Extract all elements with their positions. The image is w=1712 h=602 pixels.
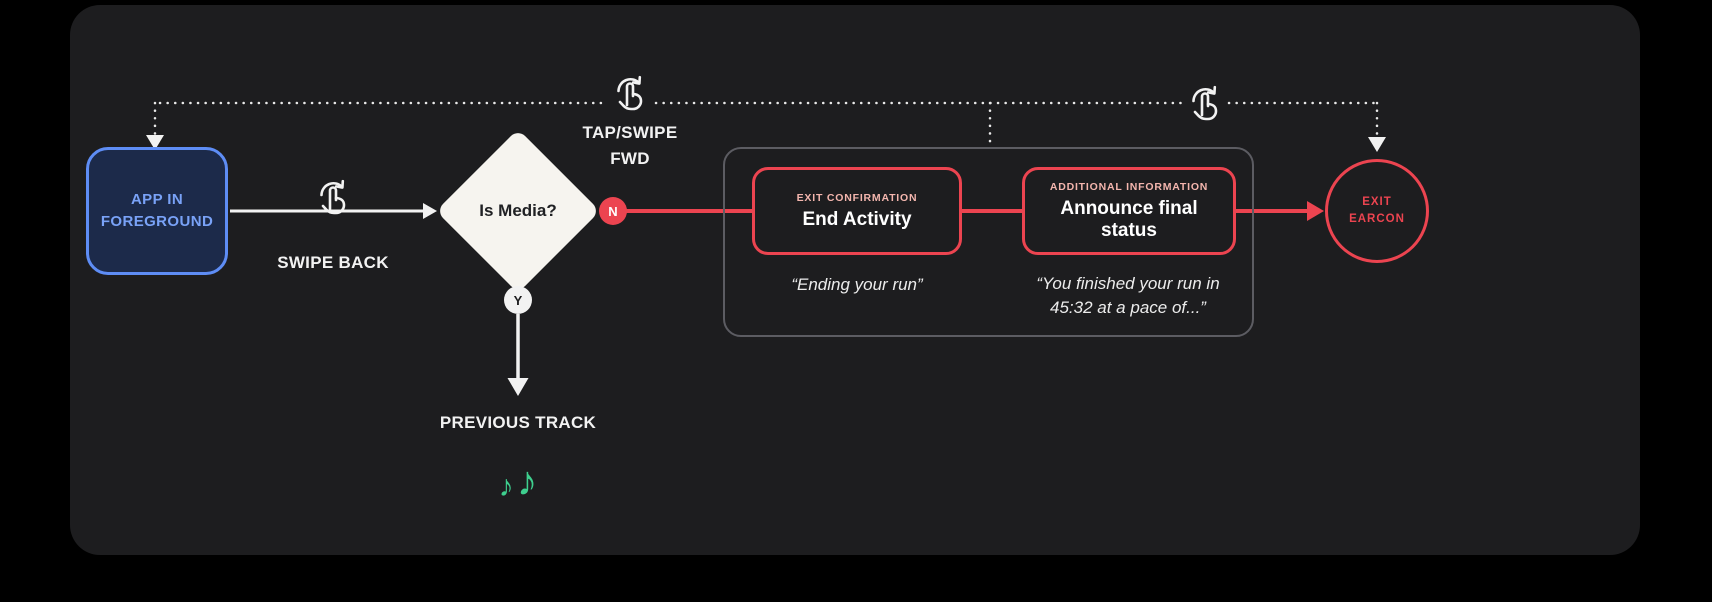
no-branch-badge: N — [599, 197, 627, 225]
swipe-back-label: SWIPE BACK — [277, 253, 389, 272]
announce-final-status-node: ADDITIONAL INFORMATION Announce final st… — [1022, 167, 1236, 255]
tap-swipe-fwd-gesture-icon — [617, 75, 643, 111]
swipe-fwd-right-gesture-icon — [1192, 85, 1218, 121]
music-note-icon: ♪ — [498, 470, 514, 503]
tap-swipe-fwd-label-line2: FWD — [610, 149, 650, 168]
yes-branch-badge: Y — [504, 286, 532, 314]
music-note-icon: ♪ — [516, 458, 538, 504]
is-media-label: Is Media? — [479, 201, 557, 220]
app-in-foreground-node: APP IN FOREGROUND — [86, 147, 228, 275]
previous-track-label: PREVIOUS TRACK — [439, 413, 597, 432]
additional-information-eyebrow: ADDITIONAL INFORMATION — [1049, 180, 1209, 193]
end-activity-title: End Activity — [802, 208, 912, 230]
diagram-panel — [70, 5, 1640, 555]
tap-swipe-fwd-label: TAP/SWIPE FWD — [545, 120, 715, 172]
end-activity-node: EXIT CONFIRMATION End Activity — [752, 167, 962, 255]
music-notes-icon: ♪ ♪ — [468, 446, 568, 502]
announce-final-status-quote: “You finished your run in 45:32 at a pac… — [1036, 274, 1220, 317]
end-activity-quote: “Ending your run” — [791, 275, 923, 294]
exit-sequence-group — [723, 147, 1254, 337]
exit-earcon-label: EXIT EARCON — [1349, 195, 1405, 225]
app-in-foreground-label: APP IN FOREGROUND — [100, 191, 214, 230]
tap-swipe-fwd-label-line1: TAP/SWIPE — [582, 123, 678, 142]
announce-final-status-title: Announce final status — [1060, 197, 1198, 241]
exit-earcon-node: EXIT EARCON — [1325, 159, 1429, 263]
exit-confirmation-eyebrow: EXIT CONFIRMATION — [796, 191, 918, 204]
swipe-back-gesture-icon — [320, 179, 346, 215]
